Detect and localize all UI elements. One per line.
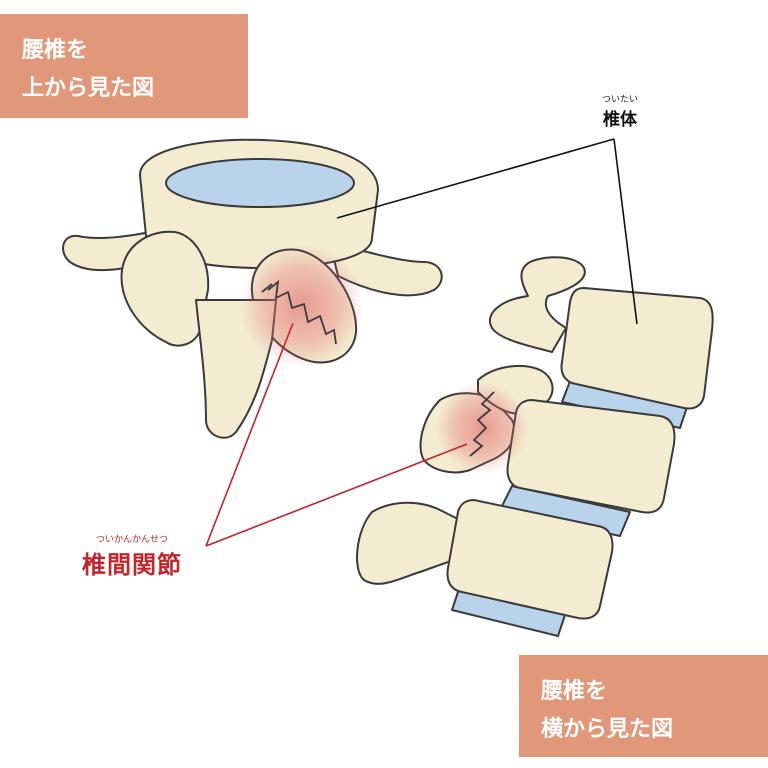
disc-middle — [499, 485, 631, 537]
top-view-disc-surface — [165, 158, 355, 208]
facet-joint-text: 椎間関節 — [82, 551, 182, 579]
top-view-caption-line1: 腰椎を — [22, 38, 89, 63]
side-view-caption-line2: 横から見た図 — [541, 717, 674, 742]
facet-joint-ruby: ついかんかんせつ — [95, 535, 168, 545]
top-view-caption-line2: 上から見た図 — [22, 76, 155, 101]
facet-joint-label: ついかんかんせつ 椎間関節 — [52, 532, 212, 580]
side-view-spine — [356, 256, 714, 637]
side-view-caption-line1: 腰椎を — [541, 679, 608, 704]
side-view-facet-highlight — [436, 382, 528, 474]
top-view-facet-highlight — [240, 244, 364, 368]
vertebra-3-body — [446, 499, 614, 620]
top-view-caption: 腰椎を 上から見た図 — [0, 14, 248, 118]
vertebra-1-process — [489, 256, 586, 353]
vertebral-body-text: 椎体 — [603, 110, 637, 130]
top-view-facet-crack — [261, 279, 337, 345]
side-view-caption: 腰椎を 横から見た図 — [519, 655, 768, 757]
vertebral-body-leader — [336, 138, 638, 325]
left-articular-process — [120, 230, 210, 347]
facet-joint-leader — [205, 322, 468, 547]
vertebral-body-ruby: ついたい — [601, 95, 638, 105]
vertebral-body-label: ついたい 椎体 — [570, 92, 670, 130]
vertebra-1-body — [560, 287, 714, 410]
vertebra-3-process — [356, 501, 472, 585]
side-view-facet-crack — [469, 391, 495, 457]
